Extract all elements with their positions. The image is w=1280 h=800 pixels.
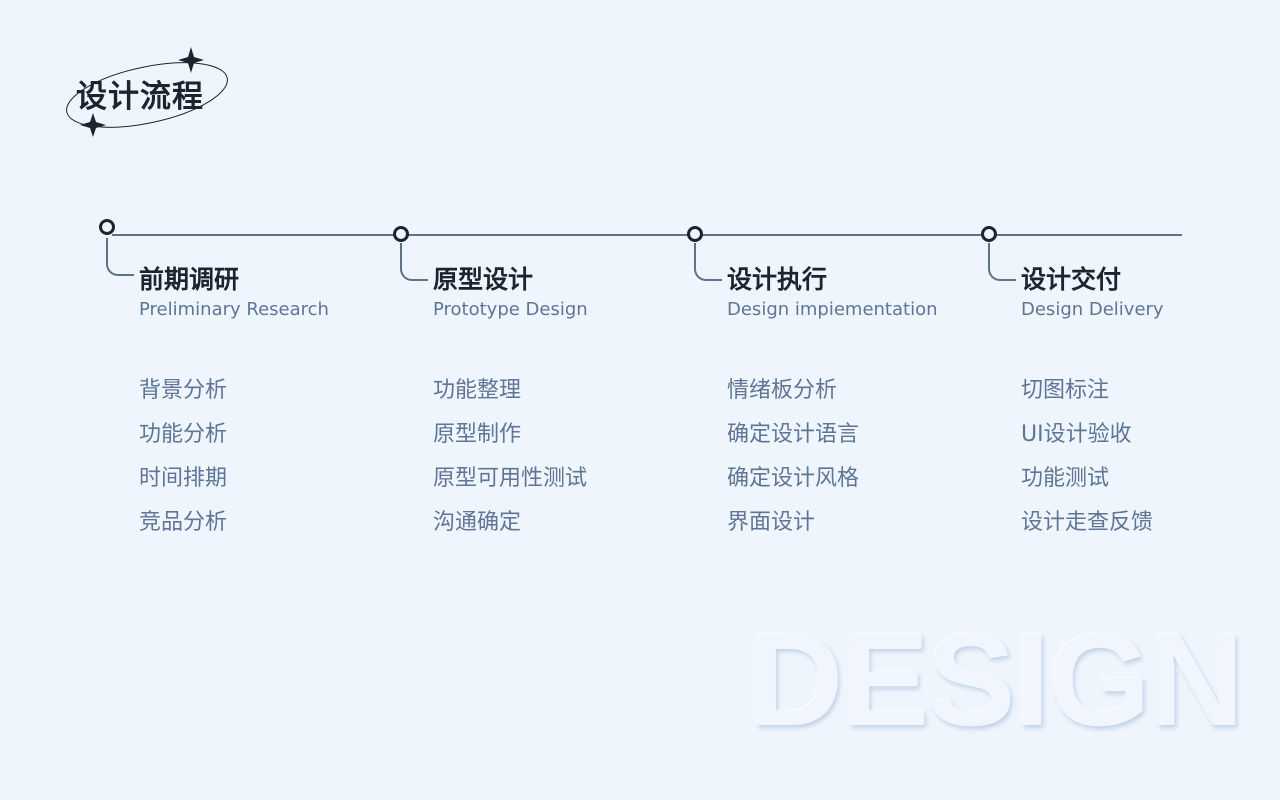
stage-item-list: 功能整理 原型制作 原型可用性测试 沟通确定 — [433, 376, 587, 552]
orbit-ellipse-icon — [66, 47, 228, 137]
timeline-node — [393, 226, 409, 242]
stage-title: 设计交付 — [1021, 265, 1122, 294]
list-item: 竞品分析 — [139, 510, 228, 535]
timeline-node — [99, 219, 115, 235]
list-item: 功能整理 — [433, 378, 522, 403]
list-item: UI设计验收 — [1021, 422, 1132, 447]
stage-title: 原型设计 — [433, 265, 534, 294]
stage-item-list: 情绪板分析 确定设计语言 确定设计风格 界面设计 — [727, 376, 859, 552]
list-item: 沟通确定 — [433, 510, 522, 535]
list-item: 界面设计 — [727, 510, 816, 535]
list-item: 背景分析 — [139, 378, 228, 403]
page-title: 设计流程 — [76, 79, 204, 115]
list-item: 确定设计风格 — [727, 466, 860, 491]
list-item: 功能分析 — [139, 422, 228, 447]
stage-subtitle: Prototype Design — [433, 299, 588, 320]
list-item: 确定设计语言 — [727, 422, 860, 447]
stage-item-list: 切图标注 UI设计验收 功能测试 设计走查反馈 — [1021, 376, 1153, 552]
timeline-line — [112, 234, 1182, 236]
connector-line — [694, 243, 722, 281]
connector-line — [400, 243, 428, 281]
design-watermark: DESIGN — [748, 606, 1244, 753]
stage-title: 设计执行 — [727, 265, 828, 294]
list-item: 情绪板分析 — [727, 378, 838, 403]
stage-title: 前期调研 — [139, 265, 240, 294]
logo-badge: 设计流程 — [62, 45, 232, 140]
timeline-node — [981, 226, 997, 242]
list-item: 时间排期 — [139, 466, 228, 491]
list-item: 原型可用性测试 — [433, 466, 588, 491]
stage-item-list: 背景分析 功能分析 时间排期 竞品分析 — [139, 376, 227, 552]
connector-line — [106, 238, 134, 276]
sparkle-star-icon — [178, 47, 204, 73]
stage-subtitle: Design Delivery — [1021, 299, 1164, 320]
sparkle-star-icon — [80, 113, 106, 137]
list-item: 设计走查反馈 — [1021, 510, 1154, 535]
list-item: 功能测试 — [1021, 466, 1110, 491]
list-item: 原型制作 — [433, 422, 522, 447]
timeline-node — [687, 226, 703, 242]
connector-line — [988, 243, 1016, 281]
stage-subtitle: Design impiementation — [727, 299, 938, 320]
stage-subtitle: Preliminary Research — [139, 299, 329, 320]
list-item: 切图标注 — [1021, 378, 1110, 403]
